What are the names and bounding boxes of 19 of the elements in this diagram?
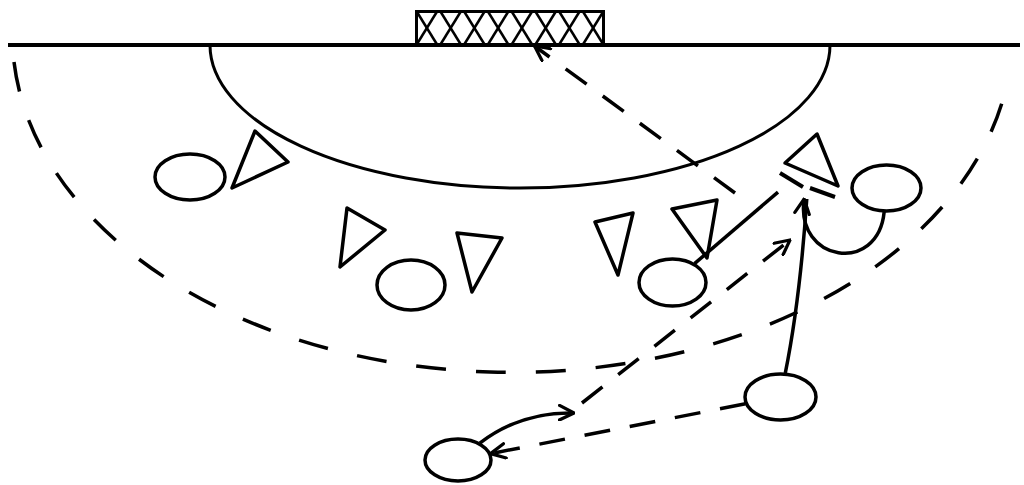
arrow — [794, 197, 886, 255]
arrow — [478, 404, 576, 445]
oval-marker — [743, 372, 818, 422]
triangle-marker — [593, 211, 635, 277]
oval-marker — [375, 258, 447, 312]
oval-marker — [637, 257, 708, 308]
dashed-arrow — [532, 44, 737, 195]
dashed-arrow — [488, 402, 746, 460]
triangle-marker — [778, 132, 840, 199]
line — [783, 198, 809, 374]
oval-marker — [153, 152, 227, 202]
triangle-marker — [338, 206, 387, 269]
oval-marker — [423, 437, 493, 483]
line — [693, 190, 780, 265]
triangle-marker — [230, 129, 290, 190]
goal-net-drawing — [415, 10, 605, 46]
triangle-marker — [455, 231, 504, 294]
triangle-marker — [670, 198, 719, 260]
oval-marker — [850, 163, 923, 213]
